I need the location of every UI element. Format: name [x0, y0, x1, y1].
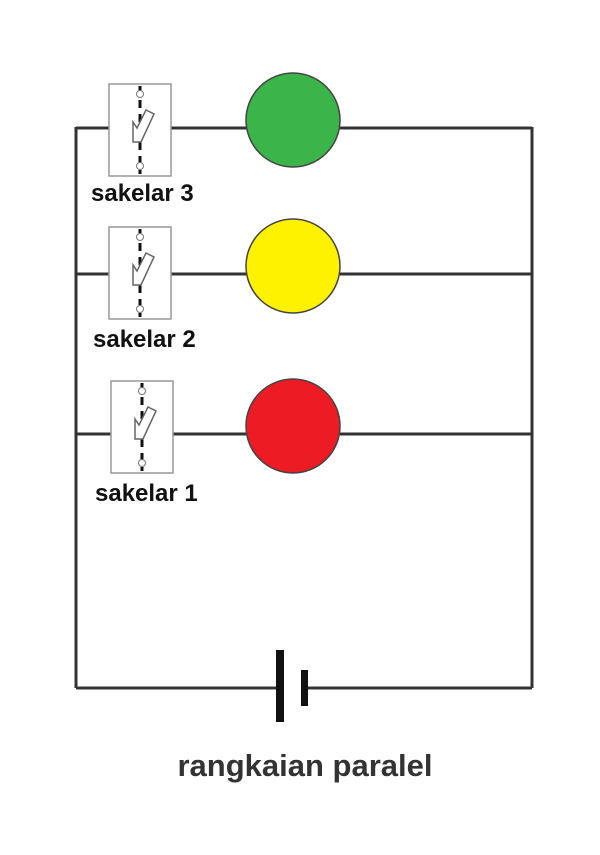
- switch-2-label: sakelar 2: [93, 326, 196, 353]
- lamp-3: [245, 72, 341, 168]
- switch-terminal-icon: [136, 305, 144, 313]
- switch-terminal-icon: [138, 459, 146, 467]
- switch-lever-icon: [134, 405, 157, 440]
- lamp-2: [245, 218, 341, 314]
- switch-2: [108, 226, 172, 320]
- battery-long-plate: [276, 650, 284, 722]
- switch-1: [110, 380, 174, 474]
- switch-3: [108, 83, 172, 177]
- diagram-caption: rangkaian paralel: [177, 748, 433, 783]
- battery: [276, 650, 308, 722]
- lamp-1: [245, 378, 341, 474]
- switch-3-label: sakelar 3: [91, 180, 194, 207]
- switch-lever-icon: [132, 108, 155, 143]
- switch-terminal-icon: [136, 90, 144, 98]
- switch-1-label: sakelar 1: [95, 480, 198, 507]
- switch-terminal-icon: [136, 162, 144, 170]
- switch-terminal-icon: [136, 233, 144, 241]
- battery-short-plate: [301, 670, 308, 706]
- switch-lever-icon: [132, 251, 155, 286]
- switch-terminal-icon: [138, 387, 146, 395]
